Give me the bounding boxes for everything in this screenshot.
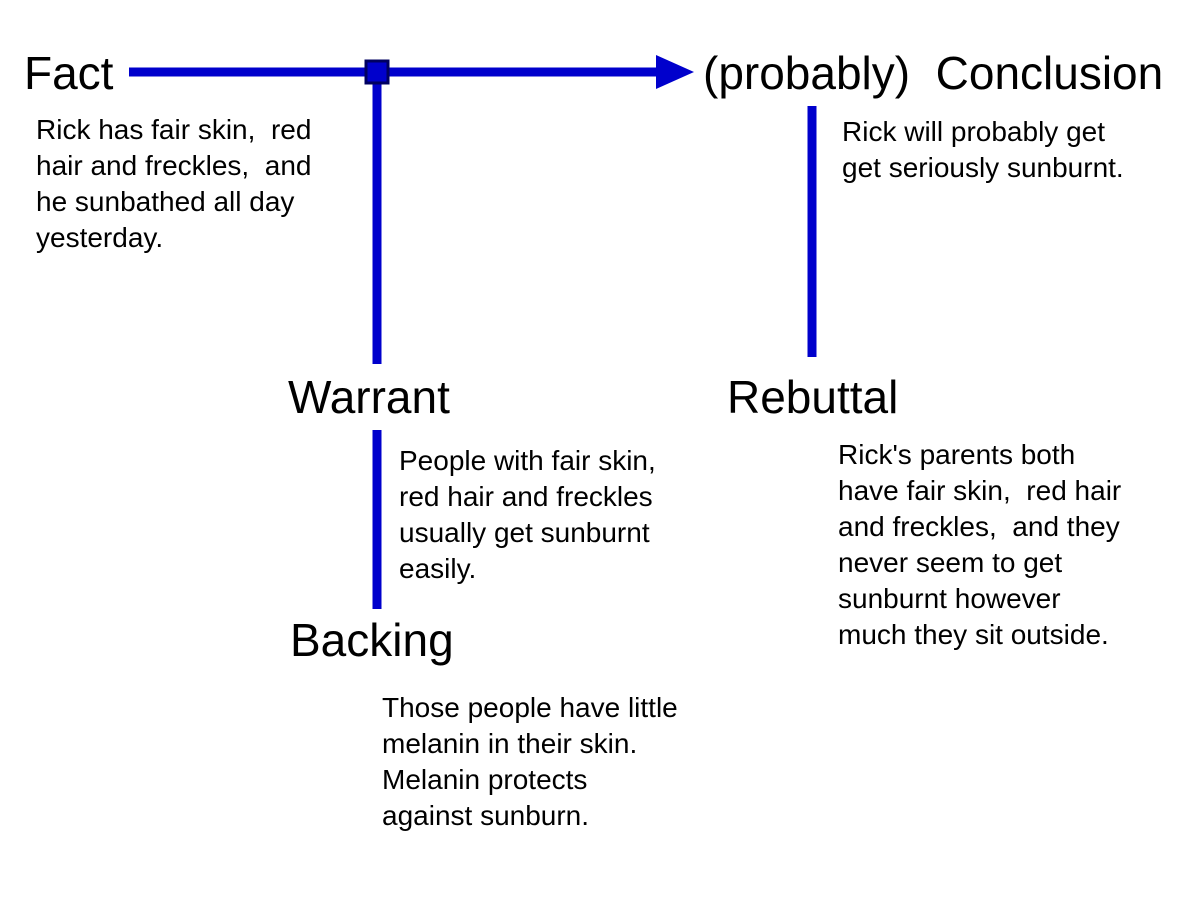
- backing-body: Those people have little melanin in thei…: [382, 692, 678, 831]
- arrowhead-icon: [656, 55, 694, 89]
- rebuttal-body: Rick's parents both have fair skin, red …: [838, 439, 1122, 650]
- warrant-label: Warrant: [288, 371, 450, 423]
- fact-label: Fact: [24, 47, 114, 99]
- conclusion-body: Rick will probably get get seriously sun…: [842, 116, 1124, 183]
- backing-label: Backing: [290, 614, 454, 666]
- fact-body: Rick has fair skin, red hair and freckle…: [36, 114, 312, 253]
- conclusion-label: (probably) Conclusion: [703, 47, 1164, 99]
- warrant-body: People with fair skin, red hair and frec…: [399, 445, 656, 584]
- rebuttal-label: Rebuttal: [727, 371, 899, 423]
- junction-handle-icon: [364, 59, 390, 85]
